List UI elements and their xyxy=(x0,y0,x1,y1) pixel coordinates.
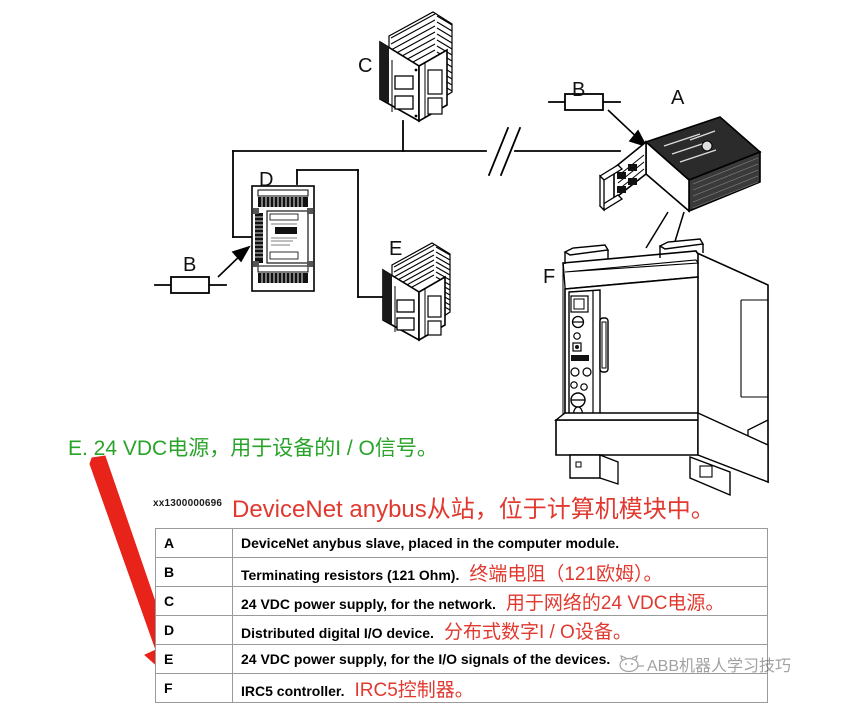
legend-description-text: Distributed digital I/O device. xyxy=(241,624,434,641)
devicenet-network-diagram xyxy=(154,11,769,497)
legend-description-text: 24 VDC power supply, for the I/O signals… xyxy=(241,651,611,667)
callout-label-d: D xyxy=(259,169,274,191)
legend-description-text: IRC5 controller. xyxy=(241,682,345,699)
callout-label-b-top: B xyxy=(572,79,586,101)
callout-label-a: A xyxy=(671,87,685,109)
figure-id-label: xx1300000696 xyxy=(153,498,223,509)
legend-description: Terminating resistors (121 Ohm). 终端电阻（121… xyxy=(232,557,768,587)
legend-key: D xyxy=(155,615,233,645)
table-row: D Distributed digital I/O device. 分布式数字I … xyxy=(155,615,768,645)
legend-key: A xyxy=(155,528,233,558)
legend-description-text: 24 VDC power supply, for the network. xyxy=(241,595,496,612)
legend-table: A DeviceNet anybus slave, placed in the … xyxy=(155,528,768,703)
terminating-resistor-left xyxy=(170,276,210,294)
device-f-irc5-controller xyxy=(553,238,769,497)
red-headline-annotation: DeviceNet anybus从站，位于计算机模块中。 xyxy=(232,496,715,523)
legend-description: 24 VDC power supply, for the network. 用于网… xyxy=(232,586,768,616)
legend-description-text: Terminating resistors (121 Ohm). xyxy=(241,566,460,583)
terminating-resistor-top xyxy=(564,93,604,111)
legend-description: IRC5 controller. IRC5控制器。 xyxy=(232,673,768,703)
table-row: E 24 VDC power supply, for the I/O signa… xyxy=(155,644,768,674)
legend-description: 24 VDC power supply, for the I/O signals… xyxy=(232,644,768,674)
legend-key: C xyxy=(155,586,233,616)
table-row: A DeviceNet anybus slave, placed in the … xyxy=(155,528,768,558)
legend-gloss-text: 分布式数字I / O设备。 xyxy=(443,621,632,643)
legend-key: B xyxy=(155,557,233,587)
device-c-power-supply xyxy=(379,11,453,123)
network-cabling xyxy=(154,101,621,298)
legend-description: DeviceNet anybus slave, placed in the co… xyxy=(232,528,768,558)
table-row: B Terminating resistors (121 Ohm). 终端电阻（1… xyxy=(155,557,768,587)
table-row: F IRC5 controller. IRC5控制器。 xyxy=(155,673,768,703)
table-row: C 24 VDC power supply, for the network. 用… xyxy=(155,586,768,616)
leader-arrow-b-to-d xyxy=(217,245,251,278)
leader-arrow-b-to-a xyxy=(607,109,648,148)
legend-key: E xyxy=(155,644,233,674)
legend-description: Distributed digital I/O device. 分布式数字I / … xyxy=(232,615,768,645)
callout-label-b-left: B xyxy=(183,254,197,276)
green-annotation-note: E. 24 VDC电源，用于设备的I / O信号。 xyxy=(68,437,438,460)
callout-label-c: C xyxy=(358,55,373,77)
device-d-distributed-io xyxy=(251,185,315,292)
legend-gloss-text: IRC5控制器。 xyxy=(354,679,474,701)
callout-label-f: F xyxy=(543,266,556,288)
device-e-power-supply xyxy=(382,242,451,342)
callout-label-e: E xyxy=(389,238,403,260)
legend-gloss-text: 终端电阻（121欧姆）。 xyxy=(469,563,663,585)
legend-description-text: DeviceNet anybus slave, placed in the co… xyxy=(241,535,620,551)
legend-key: F xyxy=(155,673,233,703)
device-a-anybus-slave xyxy=(598,116,762,213)
legend-gloss-text: 用于网络的24 VDC电源。 xyxy=(505,592,725,614)
